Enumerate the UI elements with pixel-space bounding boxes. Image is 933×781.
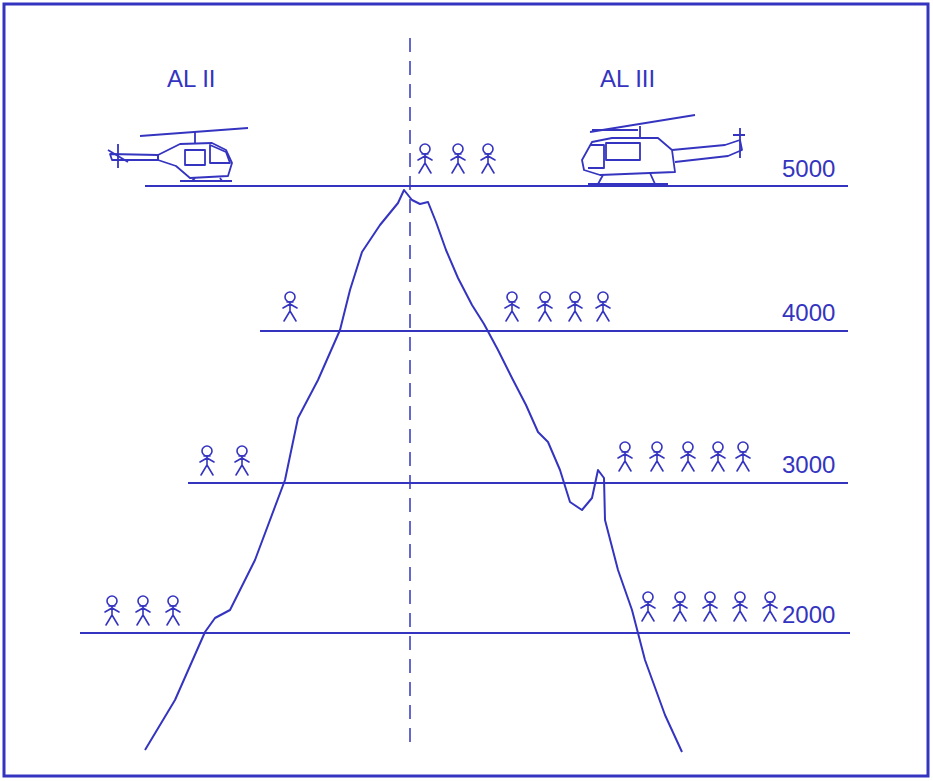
altitude-number: 5000 (780, 156, 837, 182)
altitude-number: 3000 (780, 452, 837, 478)
mountain-outline (145, 190, 682, 752)
helicopter-left (108, 128, 248, 181)
altitude-lines (80, 186, 850, 633)
altitude-zone-label: AL III (598, 66, 657, 92)
altitude-zone-label: AL II (165, 66, 217, 92)
people (105, 144, 777, 625)
divide-line (409, 38, 411, 745)
frame (4, 4, 928, 776)
altitude-number: 4000 (780, 300, 837, 326)
altitude-number: 2000 (780, 602, 837, 628)
helicopter-right (582, 115, 745, 184)
